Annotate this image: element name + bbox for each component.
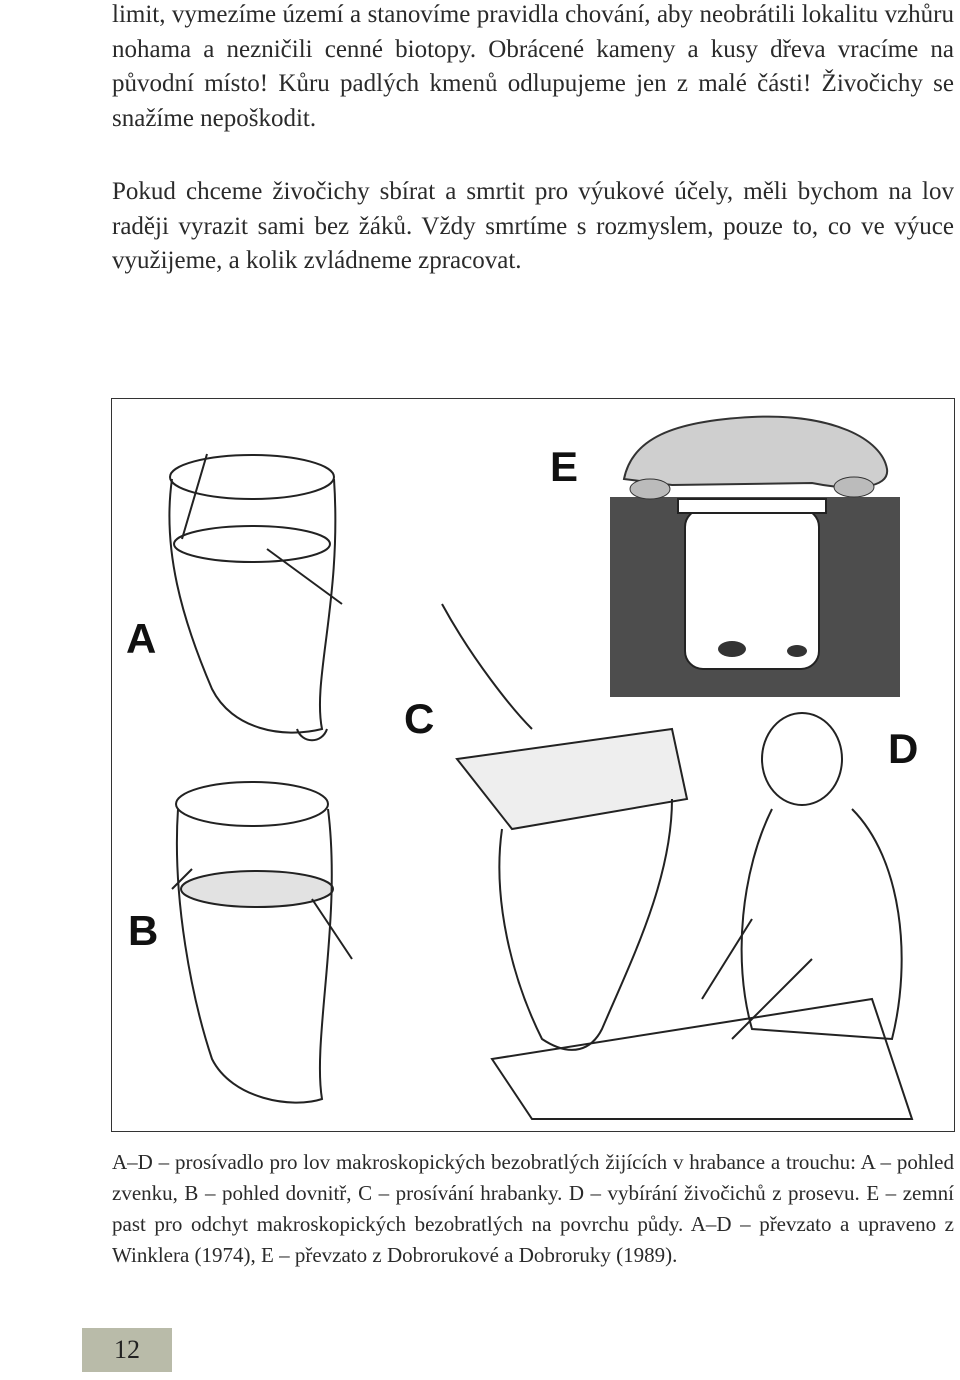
figure-label-d: D — [888, 725, 919, 772]
sifter-outside-drawing — [168, 453, 343, 742]
body-paragraph-2: Pokud chceme živočichy sbírat a smrtit p… — [112, 178, 954, 274]
page-number-tab: 12 — [82, 1328, 172, 1372]
body-paragraph-1: limit, vymezíme území a stanovíme pravid… — [112, 1, 954, 132]
page-number: 12 — [114, 1335, 140, 1364]
person-drawing — [701, 712, 903, 1041]
figure-label-c: C — [404, 695, 435, 742]
figure-illustration: E A C D B — [111, 398, 955, 1132]
figure-label-b: B — [128, 907, 159, 954]
sifter-inside-drawing — [171, 781, 353, 1104]
pitfall-trap-drawing — [610, 415, 900, 697]
figure-label-e: E — [550, 443, 579, 490]
sifting-drawing — [441, 603, 914, 1120]
figure-caption: A–D – prosívadlo pro lov makroskopických… — [112, 1150, 954, 1267]
figure-label-a: A — [126, 615, 157, 662]
figure-drawings — [168, 415, 914, 1120]
